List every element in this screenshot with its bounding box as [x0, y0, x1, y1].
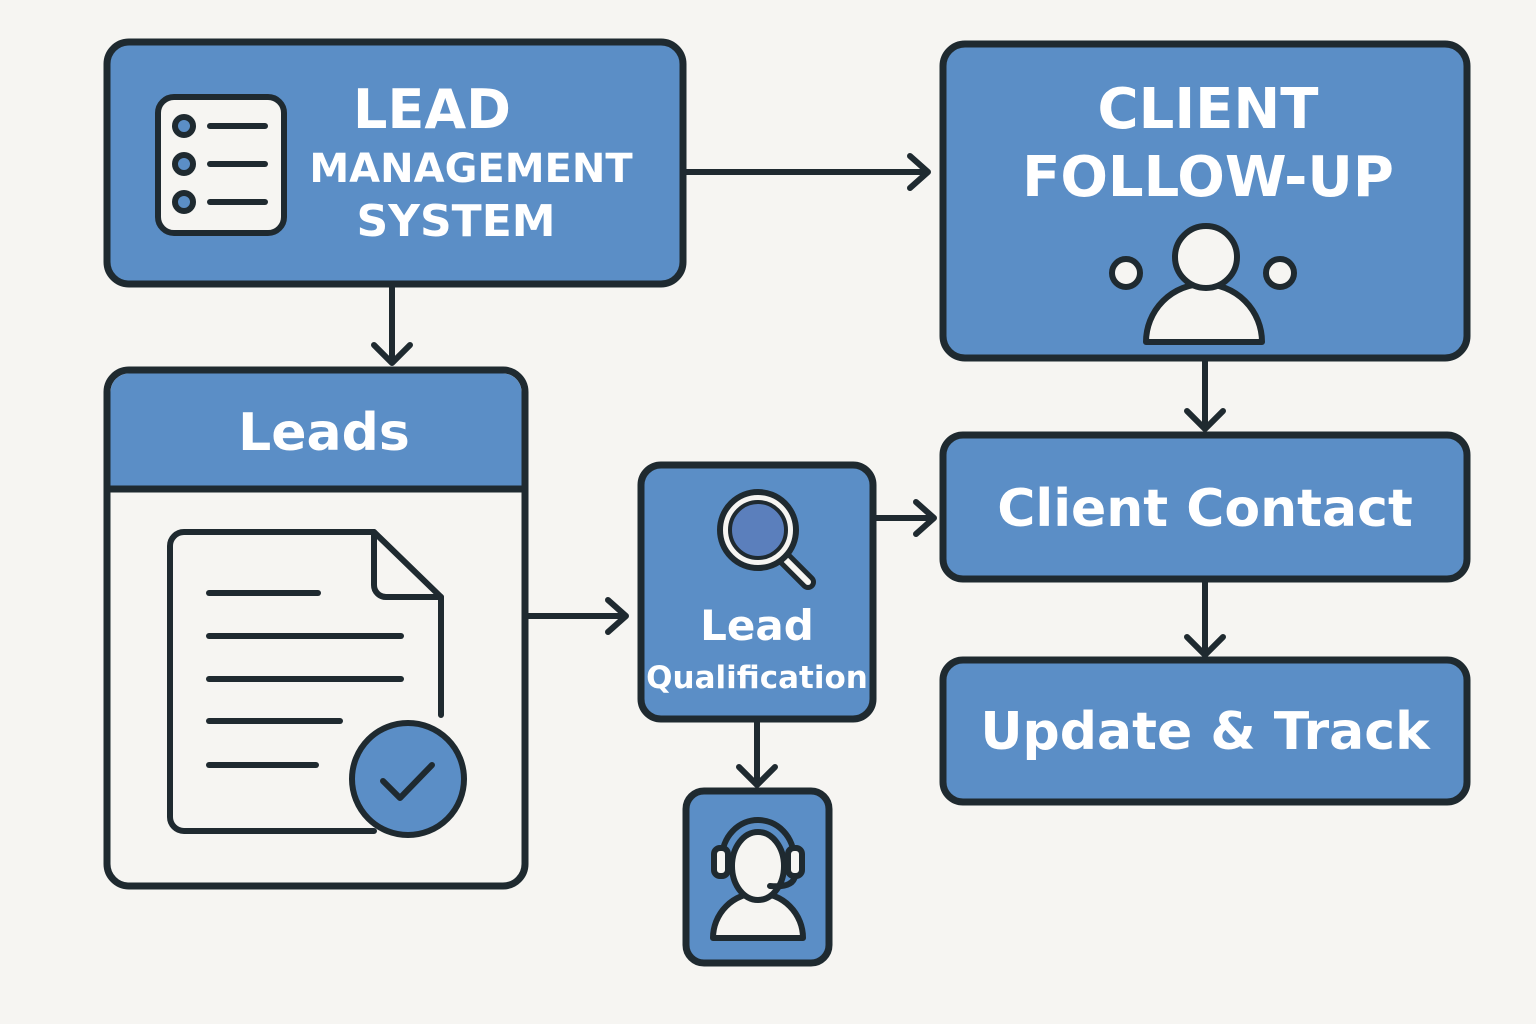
arrow-lead-qualification-to-client-contact — [873, 499, 937, 537]
lead-qualification-line1: Lead — [700, 601, 814, 650]
arrow-client-follow-up-to-client-contact — [1184, 357, 1226, 432]
node-lead-qualification[interactable]: Lead Qualification — [637, 461, 877, 723]
arrow-leads-to-lead-qualification — [525, 597, 629, 635]
node-client-contact[interactable]: Client Contact — [939, 431, 1471, 583]
client-contact-label: Client Contact — [997, 479, 1413, 539]
person-icon — [1109, 223, 1297, 345]
arrow-lead-qualification-to-agent — [736, 717, 778, 788]
arrow-client-contact-to-update-track — [1184, 577, 1226, 658]
headset-agent-icon — [710, 817, 806, 941]
client-follow-up-line2: FOLLOW-UP — [1022, 145, 1394, 210]
node-leads[interactable]: Leads — [103, 366, 529, 890]
node-lead-management-system[interactable]: LEAD MANAGEMENT SYSTEM — [103, 38, 687, 288]
arrow-lead-management-to-client-follow-up — [683, 153, 931, 191]
lead-management-line3: SYSTEM — [356, 196, 555, 247]
leads-title: Leads — [238, 403, 410, 463]
node-client-follow-up[interactable]: CLIENT FOLLOW-UP — [939, 40, 1471, 362]
lead-management-line2: MANAGEMENT — [309, 146, 633, 192]
checklist-icon — [155, 94, 287, 236]
node-agent[interactable] — [682, 787, 833, 967]
lead-management-line1: LEAD — [353, 78, 511, 141]
lead-qualification-line2: Qualification — [646, 660, 868, 696]
client-follow-up-line1: CLIENT — [1098, 77, 1319, 142]
arrow-lead-management-to-leads — [371, 283, 413, 366]
magnifier-icon — [717, 489, 816, 590]
document-check-icon — [167, 529, 467, 838]
node-update-track[interactable]: Update & Track — [939, 656, 1471, 806]
update-track-label: Update & Track — [980, 702, 1431, 762]
